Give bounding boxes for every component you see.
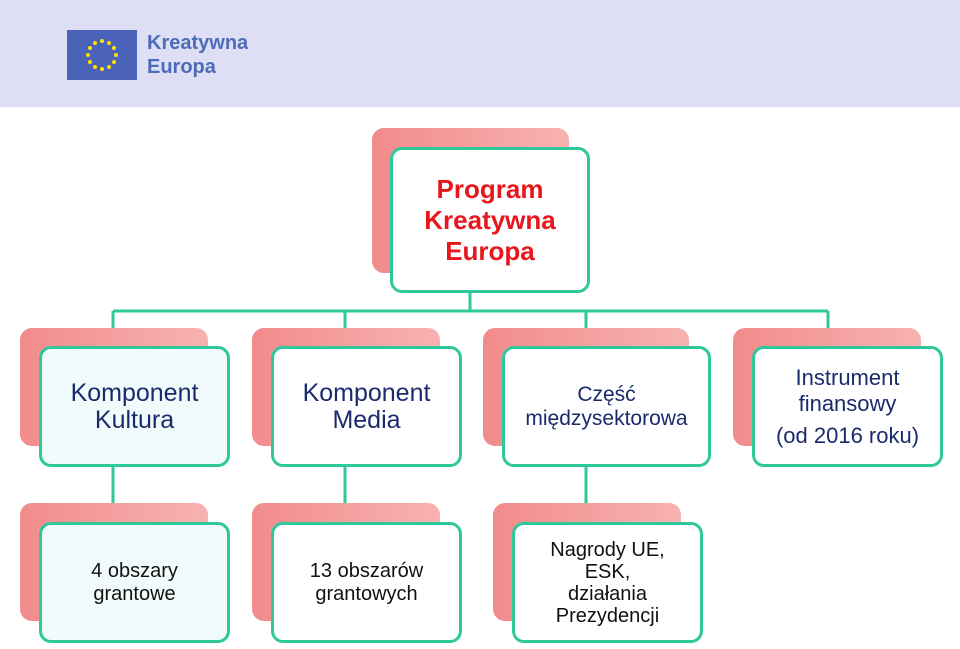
node-line-2: Media [332,405,401,434]
logo-line-1: Kreatywna [147,32,249,54]
node-nagrody-ue: Nagrody UE, ESK, działania Prezydencji [512,522,703,643]
node-line-1: Komponent [70,378,199,407]
root-line-1: Program [436,173,544,204]
node-line-3: działania [568,582,647,605]
logo-line-2: Europa [147,56,216,78]
node-line-2: grantowych [315,582,418,605]
root-node-program-kreatywna-europa: Program Kreatywna Europa [390,147,590,293]
node-line-2: finansowy [798,390,897,416]
node-line-2: Kultura [94,405,175,434]
node-line-3: (od 2016 roku) [775,422,920,448]
node-13-obszarow-grantowych: 13 obszarów grantowych [271,522,462,643]
header-banner: Kreatywna Europa [0,0,960,107]
node-line-1: Nagrody UE, [550,538,665,561]
node-line-1: 4 obszary [91,559,178,582]
node-line-1: Instrument [795,364,900,390]
node-line-1: Część [577,382,636,406]
node-line-1: Komponent [302,378,431,407]
node-komponent-kultura: Komponent Kultura [39,346,230,467]
node-4-obszary-grantowe: 4 obszary grantowe [39,522,230,643]
eu-flag-icon [67,30,137,80]
node-komponent-media: Komponent Media [271,346,462,467]
node-instrument-finansowy: Instrument finansowy (od 2016 roku) [752,346,943,467]
node-line-2: międzysektorowa [525,406,688,430]
creative-europe-logo: Kreatywna Europa [67,30,248,80]
node-czesc-miedzysektorowa: Część międzysektorowa [502,346,711,467]
node-line-4: Prezydencji [555,604,660,627]
node-line-1: 13 obszarów [309,559,424,582]
node-line-2: grantowe [93,582,176,605]
node-line-2: ESK, [584,560,631,583]
root-line-3: Europa [445,235,535,266]
root-line-2: Kreatywna [424,204,556,235]
